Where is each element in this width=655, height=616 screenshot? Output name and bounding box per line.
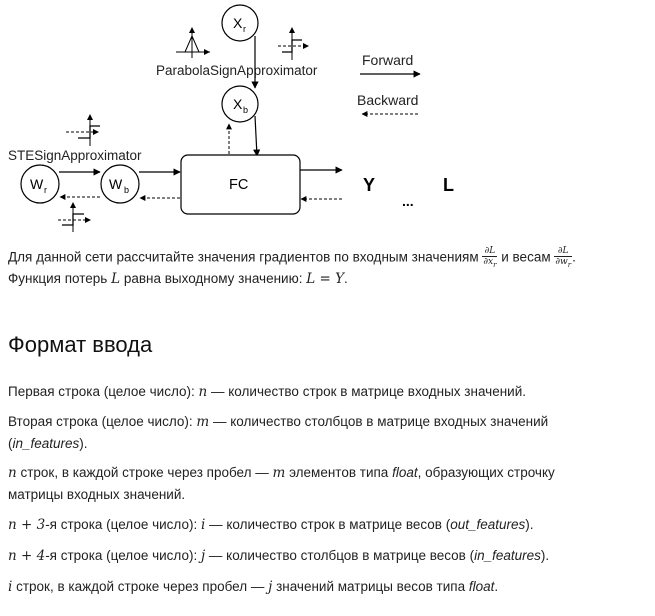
node-xb: X b <box>221 85 259 123</box>
parabola-approximator-label: ParabolaSignApproximator <box>156 63 318 78</box>
fc-layer: FC <box>180 154 301 215</box>
svg-text:FC: FC <box>229 177 248 193</box>
svg-text:r: r <box>44 185 47 195</box>
format-item-6: i строк, в каждой строке через пробел — … <box>8 579 499 595</box>
svg-text:W: W <box>109 176 123 192</box>
intro-and: и весам <box>501 249 551 265</box>
parabola-sign-icon <box>176 27 210 58</box>
loss-l-label: L <box>443 175 454 195</box>
svg-text:W: W <box>30 176 44 192</box>
node-wb: W b <box>100 164 140 204</box>
step-sign-icon-bottom <box>58 202 91 232</box>
ste-approximator-label: STESignApproximator <box>8 148 142 163</box>
svg-text:b: b <box>124 185 129 195</box>
legend-backward-label: Backward <box>357 92 418 108</box>
edge-xb-fc-forward <box>253 115 261 157</box>
step-sign-icon-left <box>66 114 100 146</box>
format-item-3: n строк, в каждой строке через пробел — … <box>8 465 555 502</box>
grad-x-fraction: ∂L∂xr <box>482 246 498 269</box>
intro-line-1: Для данной сети рассчитайте значения гра… <box>8 246 576 269</box>
format-item-1: Первая строка (целое число): n — количес… <box>8 384 526 400</box>
output-y-label: Y <box>363 175 375 195</box>
network-diagram: X r ParabolaSignApproximator X b Forward… <box>8 4 454 232</box>
svg-text:X: X <box>233 96 243 112</box>
grad-w-fraction: ∂L∂wr <box>554 246 573 269</box>
format-item-2: Вторая строка (целое число): m — количес… <box>8 414 549 451</box>
format-item-4: n + 3-я строка (целое число): i — количе… <box>8 517 534 533</box>
intro-line-2: Функция потерь L равна выходному значени… <box>8 271 348 287</box>
step-sign-icon-top <box>278 27 309 60</box>
legend-forward-label: Forward <box>362 52 413 68</box>
node-wr: W r <box>20 164 60 204</box>
intro-text: Для данной сети рассчитайте значения гра… <box>8 249 479 265</box>
svg-text:b: b <box>243 105 248 115</box>
section-heading-input-format: Формат ввода <box>8 332 153 357</box>
svg-text:r: r <box>243 24 246 34</box>
node-xr: X r <box>221 4 259 42</box>
format-item-5: n + 4-я строка (целое число): j — количе… <box>8 548 550 564</box>
svg-text:X: X <box>233 15 243 31</box>
ellipsis-label: ... <box>402 193 414 209</box>
